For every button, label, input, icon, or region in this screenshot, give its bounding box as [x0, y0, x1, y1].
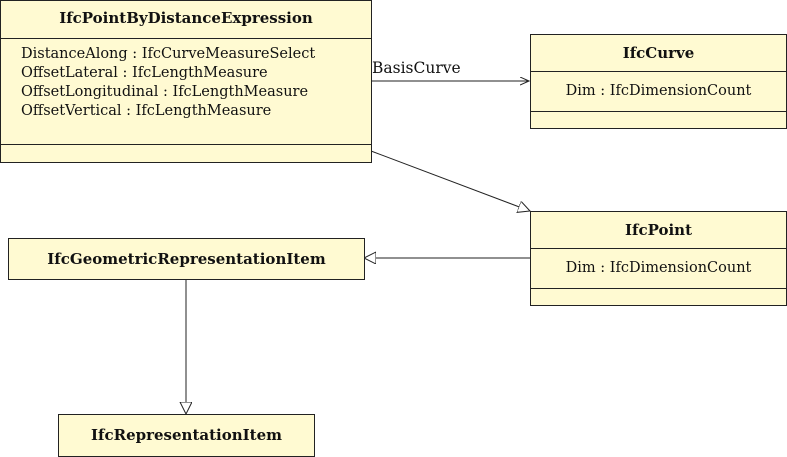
attribute: OffsetVertical : IfcLengthMeasure: [21, 103, 272, 119]
attributes-section: DistanceAlong : IfcCurveMeasureSelect Of…: [1, 38, 371, 144]
class-ifc-geometric-representation-item[interactable]: IfcGeometricRepresentationItem: [8, 238, 365, 280]
class-ifc-curve[interactable]: IfcCurve Dim : IfcDimensionCount: [530, 34, 787, 129]
class-name: IfcCurve: [622, 44, 695, 62]
class-ifc-representation-item[interactable]: IfcRepresentationItem: [58, 414, 315, 457]
attribute: OffsetLateral : IfcLengthMeasure: [21, 65, 268, 81]
class-name: IfcPointByDistanceExpression: [59, 9, 313, 27]
attribute: DistanceAlong : IfcCurveMeasureSelect: [21, 46, 316, 62]
operations-section: [531, 288, 786, 305]
generalization-point-by-distance-to-point: [370, 150, 530, 211]
class-name: IfcPoint: [624, 221, 693, 239]
class-ifc-point[interactable]: IfcPoint Dim : IfcDimensionCount: [530, 211, 787, 306]
class-ifc-point-by-distance-expression[interactable]: IfcPointByDistanceExpression DistanceAlo…: [0, 0, 372, 163]
operations-section: [531, 111, 786, 128]
basis-curve-label: BasisCurve: [372, 59, 461, 77]
attribute: Dim : IfcDimensionCount: [531, 248, 786, 288]
operations-section: [1, 144, 371, 162]
attribute: OffsetLongitudinal : IfcLengthMeasure: [21, 84, 309, 100]
attribute: Dim : IfcDimensionCount: [531, 71, 786, 111]
